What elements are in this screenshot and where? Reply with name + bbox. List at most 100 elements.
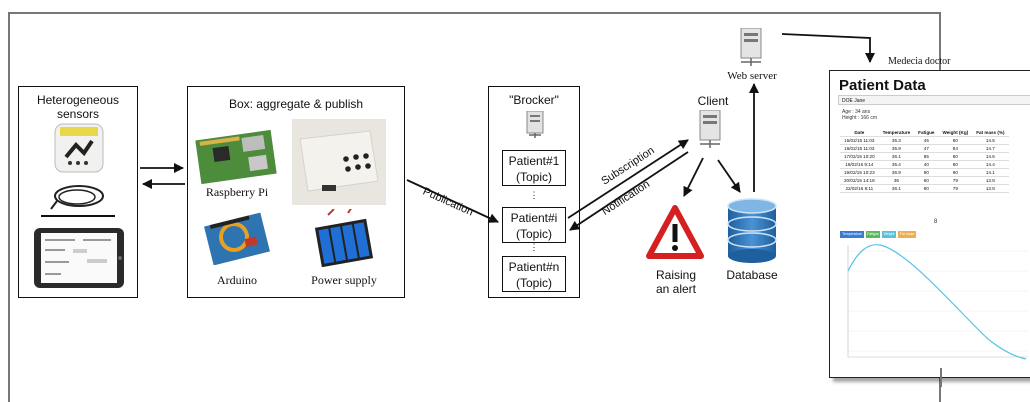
table-cell: 18/02/16 9:14 bbox=[840, 160, 879, 169]
sensor-device-icon bbox=[54, 123, 104, 173]
table-cell: 80 bbox=[938, 136, 973, 145]
topic-patient-i: Patient#i (Topic) bbox=[502, 207, 566, 243]
topic-patient-1-kind: (Topic) bbox=[515, 170, 552, 184]
power-supply-label: Power supply bbox=[311, 273, 377, 287]
table-cell: 90 bbox=[914, 168, 939, 177]
topic-patient-i-name: Patient#i bbox=[510, 211, 558, 225]
arrow-client-to-database bbox=[717, 159, 741, 193]
table-cell: 79 bbox=[938, 184, 973, 193]
topic-patient-1: Patient#1 (Topic) bbox=[502, 150, 566, 186]
arrow-publication bbox=[406, 179, 499, 223]
divider bbox=[41, 215, 115, 217]
arduino-label: Arduino bbox=[217, 273, 257, 287]
arrow-webserver-to-doctor bbox=[781, 33, 875, 63]
patient-data-document: Patient Data DOE Jane Age : 34 ans Heigh… bbox=[829, 70, 1030, 378]
broker-title: "Brocker" bbox=[509, 93, 559, 107]
table-cell: 90 bbox=[938, 168, 973, 177]
sensors-title: Heterogeneous sensors bbox=[36, 93, 120, 121]
table-cell: 36 bbox=[878, 176, 915, 185]
table-cell: 45 bbox=[914, 136, 939, 145]
aggregate-box: Box: aggregate & publish Raspberry Pi Ar… bbox=[187, 86, 405, 298]
arrow-notification bbox=[569, 151, 689, 231]
table-cell: 47 bbox=[914, 144, 939, 153]
table-cell: 80 bbox=[938, 160, 973, 169]
tablet-icon bbox=[34, 228, 124, 288]
table-cell: 79 bbox=[938, 176, 973, 185]
power-supply-icon bbox=[314, 209, 374, 267]
sensors-box: Heterogeneous sensors bbox=[18, 86, 138, 298]
raspberry-pi-label: Raspberry Pi bbox=[205, 185, 269, 199]
aggregate-box-title: Box: aggregate & publish bbox=[228, 97, 364, 111]
table-header-cell: Fat mass (%) bbox=[972, 129, 1009, 137]
web-server-label: Web server bbox=[727, 70, 777, 82]
patient-chart bbox=[847, 244, 1028, 360]
table-cell: 19/02/15 10:23 bbox=[840, 168, 879, 177]
ellipsis-1: ⋮ bbox=[529, 190, 539, 200]
alert-label: Raising an alert bbox=[648, 268, 704, 296]
arrow-subscription bbox=[567, 139, 689, 219]
table-cell: 14.6 bbox=[972, 152, 1009, 161]
table-cell: 36.1 bbox=[878, 152, 915, 161]
legend-weight: Weight bbox=[882, 231, 896, 238]
table-cell: 13.8 bbox=[972, 176, 1009, 185]
topic-patient-1-name: Patient#1 bbox=[508, 154, 560, 168]
raspberry-pi-icon bbox=[195, 129, 277, 185]
patient-height: Height : 166 cm bbox=[842, 115, 878, 121]
doctor-label: Medecia doctor bbox=[888, 56, 951, 67]
legend-fat-mass: Fat mass bbox=[898, 231, 916, 238]
table-cell: 40 bbox=[914, 160, 939, 169]
table-cell: 35.4 bbox=[878, 160, 915, 169]
topic-patient-n-name: Patient#n bbox=[508, 260, 560, 274]
table-cell: 36.1 bbox=[878, 184, 915, 193]
ellipsis-2: ⋮ bbox=[529, 242, 539, 252]
table-cell: 14.5 bbox=[972, 136, 1009, 145]
table-pager: 8 bbox=[934, 219, 938, 225]
topic-patient-n-kind: (Topic) bbox=[515, 276, 552, 290]
table-cell: 80 bbox=[938, 152, 973, 161]
table-cell: 36.9 bbox=[878, 168, 915, 177]
web-server-icon bbox=[740, 28, 762, 66]
table-header-cell: Weight (Kg) bbox=[938, 129, 973, 137]
alert-icon bbox=[646, 205, 704, 259]
table-cell: 85 bbox=[914, 152, 939, 161]
table-cell: 35.9 bbox=[878, 144, 915, 153]
table-cell: 14.1 bbox=[972, 168, 1009, 177]
table-cell: 16/02/15 11:03 bbox=[840, 144, 879, 153]
client-server-icon bbox=[699, 110, 721, 148]
topic-patient-i-kind: (Topic) bbox=[515, 227, 552, 241]
patient-name-bar: DOE Jane bbox=[838, 95, 1030, 105]
database-icon bbox=[727, 198, 777, 263]
patient-data-title: Patient Data bbox=[839, 77, 926, 94]
table-cell: 15/02/15 11:03 bbox=[840, 136, 879, 145]
table-cell: 20/02/15 14:18 bbox=[840, 176, 879, 185]
connectors bbox=[140, 33, 942, 387]
topic-patient-n: Patient#n (Topic) bbox=[502, 256, 566, 292]
broker-server-icon bbox=[526, 111, 544, 138]
patient-age: Age : 34 ans bbox=[842, 109, 871, 115]
client-label: Client bbox=[697, 94, 729, 108]
legend-temperature: Temperature bbox=[840, 231, 864, 238]
arrow-client-to-alert bbox=[683, 157, 704, 197]
table-cell: 17/02/15 10:20 bbox=[840, 152, 879, 161]
table-cell: 60 bbox=[914, 176, 939, 185]
sensor-cable-icon bbox=[50, 185, 104, 210]
alert-label-line2: an alert bbox=[655, 282, 697, 296]
arduino-icon bbox=[204, 212, 270, 265]
alert-label-line1: Raising bbox=[655, 268, 697, 282]
table-header-cell: Date bbox=[840, 129, 879, 137]
database-label: Database bbox=[726, 268, 778, 282]
table-cell: 14.4 bbox=[972, 160, 1009, 169]
table-cell: 80 bbox=[914, 184, 939, 193]
table-header-cell: Fatigue bbox=[914, 129, 939, 137]
table-header-cell: Temperature bbox=[878, 129, 915, 137]
enclosure-box-icon bbox=[292, 119, 386, 205]
table-cell: 35.3 bbox=[878, 136, 915, 145]
